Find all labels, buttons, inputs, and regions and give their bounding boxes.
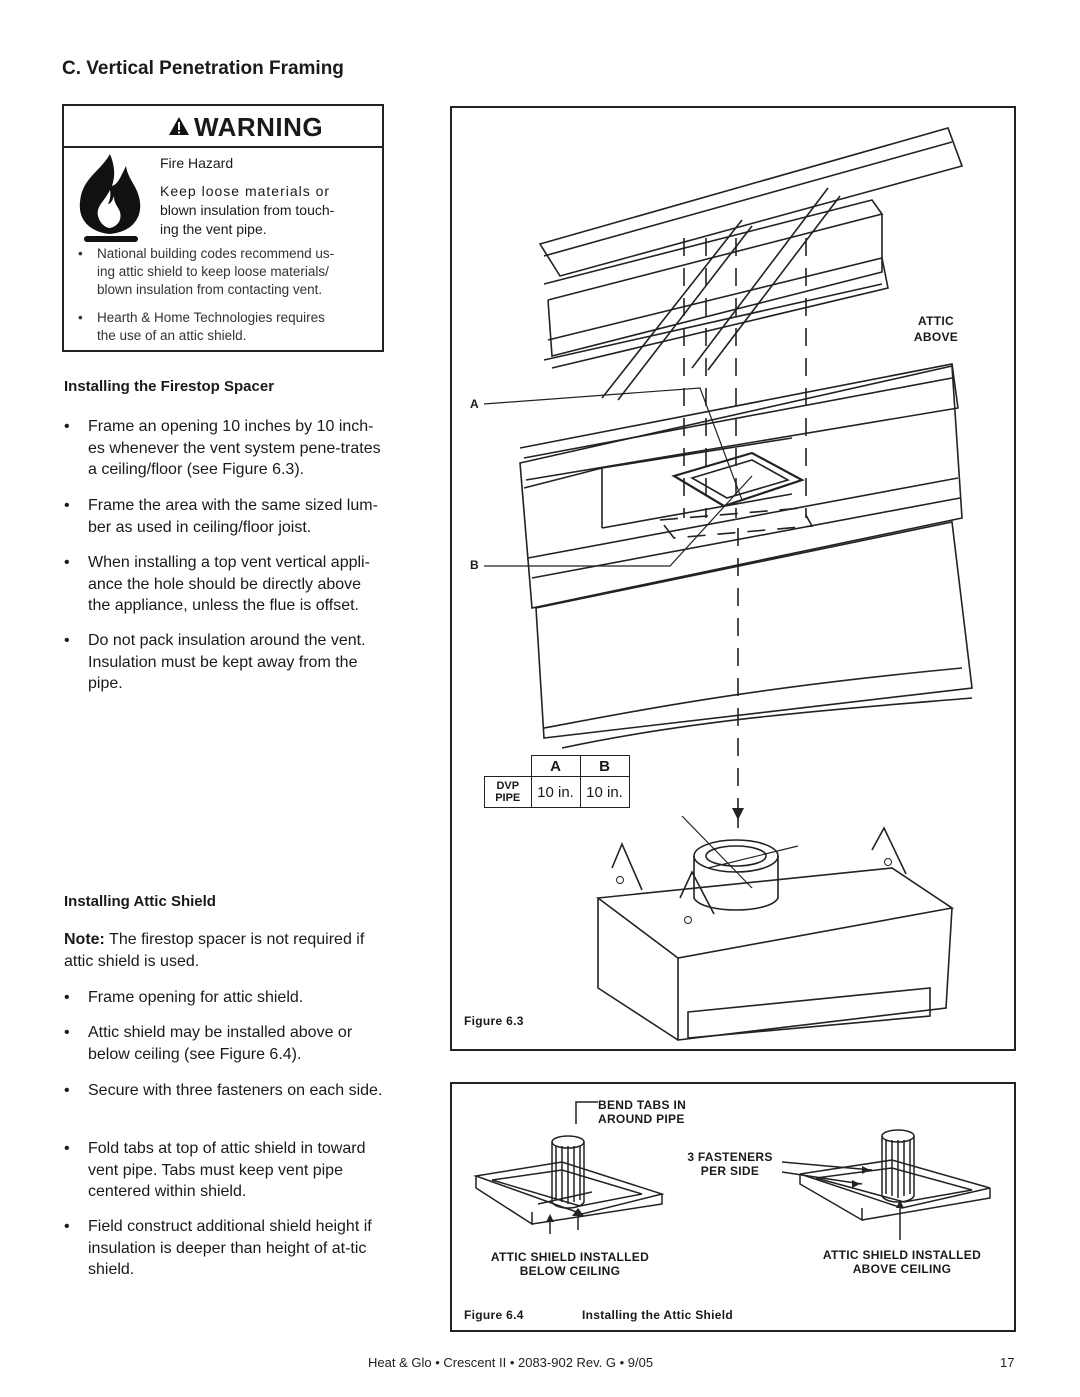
table-cell-b: 10 in.: [579, 776, 630, 808]
fire-hazard-icon: [79, 154, 141, 242]
label-above-1: ATTIC SHIELD INSTALLED: [822, 1248, 982, 1262]
attic-bullet-text: Fold tabs at top of attic shield in towa…: [88, 1140, 366, 1200]
attic-bullet: • Attic shield may be installed above or…: [64, 1022, 386, 1066]
figure-6-3-caption: Figure 6.3: [464, 1014, 524, 1028]
attic-bullet: • Field construct additional shield heig…: [64, 1216, 386, 1282]
figure-6-4: BEND TABS IN AROUND PIPE 3 FASTENERS PER…: [450, 1082, 1016, 1332]
warning-line-2: blown insulation from touch-: [160, 202, 335, 218]
warning-bullet-1-line-2: ing attic shield to keep loose materials…: [97, 264, 329, 279]
warning-line-3: ing the vent pipe.: [160, 221, 267, 237]
warning-bullet-2-line-1: Hearth & Home Technologies requires: [97, 310, 325, 325]
warning-hazard: Fire Hazard: [160, 155, 234, 171]
attic-shield-illustration: [473, 1101, 991, 1240]
bullet-dot: •: [64, 1082, 70, 1099]
warning-triangle-icon: [169, 117, 189, 135]
label-bend-tabs-2: AROUND PIPE: [598, 1112, 685, 1126]
label-attic: ATTIC: [918, 314, 954, 328]
bullet-dot: •: [64, 554, 70, 571]
figure-6-4-caption-number: Figure 6.4: [464, 1308, 524, 1322]
attic-bullet-text: Frame opening for attic shield.: [88, 989, 304, 1006]
bullet-dot: •: [64, 632, 70, 649]
label-b: B: [470, 558, 479, 572]
attic-bullet: • Secure with three fasteners on each si…: [64, 1080, 386, 1124]
warning-bullet-1-line-1: National building codes recommend us-: [97, 246, 335, 261]
warning-header: WARNING: [64, 106, 382, 148]
attic-bullet: • Frame opening for attic shield.: [64, 987, 386, 1009]
vertical-penetration-illustration: [483, 127, 973, 1041]
attic-bullet-text: Attic shield may be installed above or b…: [88, 1024, 353, 1063]
figure-6-3: ATTIC ABOVE A B Figure 6.3: [450, 106, 1016, 1051]
table-corner: [484, 755, 532, 777]
warning-box: WARNING Fire Hazard Keep loose materials…: [62, 104, 384, 352]
bullet-dot: •: [64, 989, 70, 1006]
attic-note-label: Note:: [64, 931, 105, 948]
firestop-bullet: • Do not pack insulation around the vent…: [64, 630, 386, 696]
firestop-bullet: • When installing a top vent vertical ap…: [64, 552, 386, 618]
table-header-b: B: [579, 755, 630, 777]
firestop-bullet-text: Do not pack insulation around the vent. …: [88, 632, 366, 692]
table-row-label: DVP PIPE: [484, 776, 532, 808]
warning-bullet-dot: •: [78, 310, 83, 325]
row-label-pipe: PIPE: [495, 792, 521, 804]
attic-bullet: • Fold tabs at top of attic shield in to…: [64, 1138, 386, 1204]
warning-bullet-2-line-2: the use of an attic shield.: [97, 328, 247, 343]
label-below-1: ATTIC SHIELD INSTALLED: [490, 1250, 650, 1264]
attic-note-body: The firestop spacer is not required if a…: [64, 931, 365, 970]
footer-text: Heat & Glo • Crescent II • 2083-902 Rev.…: [368, 1355, 654, 1370]
table-header-a: A: [530, 755, 581, 777]
bullet-dot: •: [64, 418, 70, 435]
figure-6-4-caption-title: Installing the Attic Shield: [582, 1308, 733, 1322]
firestop-bullet: • Frame an opening 10 inches by 10 inch-…: [64, 416, 386, 482]
firestop-bullet-text: Frame an opening 10 inches by 10 inch-es…: [88, 418, 381, 478]
label-above-2: ABOVE CEILING: [852, 1262, 952, 1276]
bullet-dot: •: [64, 1024, 70, 1041]
dimension-table: A B DVP PIPE 10 in. 10 in.: [484, 755, 630, 808]
table-cell-a: 10 in.: [530, 776, 581, 808]
label-below-2: BELOW CEILING: [519, 1264, 621, 1278]
label-a: A: [470, 397, 479, 411]
attic-bullet-text: Field construct additional shield height…: [88, 1218, 372, 1278]
warning-bullet-dot: •: [78, 246, 83, 261]
page-number: 17: [1000, 1355, 1015, 1370]
bullet-dot: •: [64, 497, 70, 514]
attic-bullet-text: Secure with three fasteners on each side…: [88, 1082, 383, 1099]
attic-note: Note: The firestop spacer is not require…: [64, 929, 386, 973]
label-fasteners-2: PER SIDE: [700, 1164, 760, 1178]
warning-title: WARNING: [194, 112, 324, 142]
attic-heading: Installing Attic Shield: [64, 893, 216, 910]
label-above: ABOVE: [913, 330, 959, 344]
label-bend-tabs-1: BEND TABS IN: [598, 1098, 687, 1112]
bullet-dot: •: [64, 1140, 70, 1157]
section-title: C. Vertical Penetration Framing: [62, 58, 344, 79]
row-label-dvp: DVP: [496, 780, 520, 792]
firestop-heading: Installing the Firestop Spacer: [64, 378, 275, 395]
firestop-bullet-text: Frame the area with the same sized lum-b…: [88, 497, 378, 536]
attic-note-text: Note: The firestop spacer is not require…: [64, 929, 386, 972]
bullet-dot: •: [64, 1218, 70, 1235]
warning-bullet-1-line-3: blown insulation from contacting vent.: [97, 282, 323, 297]
firestop-bullet: • Frame the area with the same sized lum…: [64, 495, 386, 539]
label-fasteners-1: 3 FASTENERS: [687, 1150, 773, 1164]
firestop-bullet-text: When installing a top vent vertical appl…: [88, 554, 370, 614]
warning-line-1: Keep loose materials or: [160, 183, 331, 199]
